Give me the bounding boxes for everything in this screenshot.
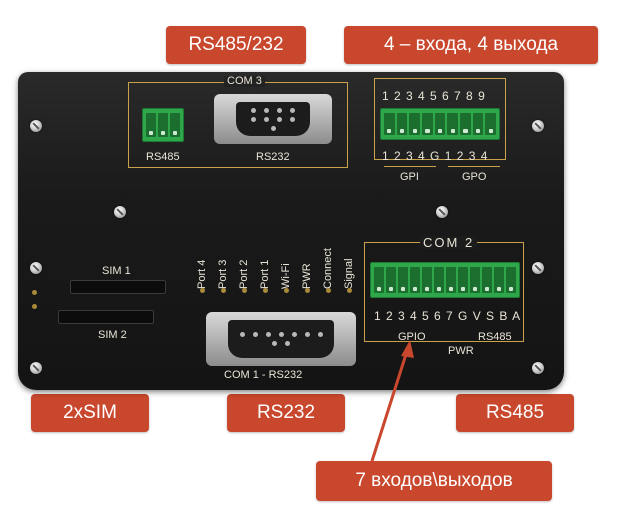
screw-icon (30, 362, 42, 374)
screw-icon (532, 262, 544, 274)
callout-rs232: RS232 (227, 394, 345, 432)
screw-icon (532, 120, 544, 132)
com2-pins-label: 1 2 3 4 5 6 7 G V S B A (374, 309, 522, 323)
gpi-label: GPI (400, 171, 419, 183)
device-front-panel: COM 3 RS485 RS232 1 2 3 4 5 6 7 8 9 1 2 … (18, 72, 564, 390)
status-led (284, 288, 289, 293)
rs232-db9-connector (214, 94, 332, 144)
status-led (326, 288, 331, 293)
com1-db9-connector (206, 312, 356, 366)
sim1-label: SIM 1 (102, 265, 131, 277)
pwr-right-label: PWR (448, 345, 474, 357)
sim-led (32, 290, 37, 295)
rs232-label: RS232 (256, 151, 290, 163)
status-led (263, 288, 268, 293)
sim-led (32, 304, 37, 309)
status-led (221, 288, 226, 293)
gpo-bracket (448, 166, 500, 167)
screw-icon (436, 206, 448, 218)
callout-7-io: 7 входов\выходов (316, 461, 552, 501)
callout-2xsim: 2xSIM (31, 394, 149, 432)
gpio-label: GPIO (398, 331, 426, 343)
gpio-4x4-outline (374, 78, 506, 160)
com1-label: COM 1 - RS232 (224, 369, 303, 381)
com3-label: COM 3 (224, 76, 265, 87)
rs485-terminal-block (142, 108, 184, 142)
screw-icon (532, 362, 544, 374)
com2-terminal-block (370, 262, 520, 298)
status-led (200, 288, 205, 293)
gpio-pins-top-label: 1 2 3 4 5 6 7 8 9 (382, 89, 486, 103)
com2-label: COM 2 (420, 236, 478, 249)
gpo-label: GPO (462, 171, 487, 183)
rs485-label: RS485 (146, 151, 180, 163)
status-led (242, 288, 247, 293)
gpio-pins-bottom-label: 1 2 3 4 G 1 2 3 4 (382, 149, 489, 163)
gpi-bracket (384, 166, 436, 167)
screw-icon (30, 120, 42, 132)
sim1-slot (70, 280, 166, 294)
sim2-label: SIM 2 (98, 329, 127, 341)
status-led (347, 288, 352, 293)
gpio-4x4-terminal-block (380, 108, 500, 140)
rs485-right-label: RS485 (478, 331, 512, 343)
callout-rs485-232: RS485/232 (166, 26, 306, 64)
callout-rs485: RS485 (456, 394, 574, 432)
callout-4-inputs-4-outputs: 4 – входа, 4 выхода (344, 26, 598, 64)
sim2-slot (58, 310, 154, 324)
screw-icon (30, 262, 42, 274)
screw-icon (114, 206, 126, 218)
status-led (305, 288, 310, 293)
